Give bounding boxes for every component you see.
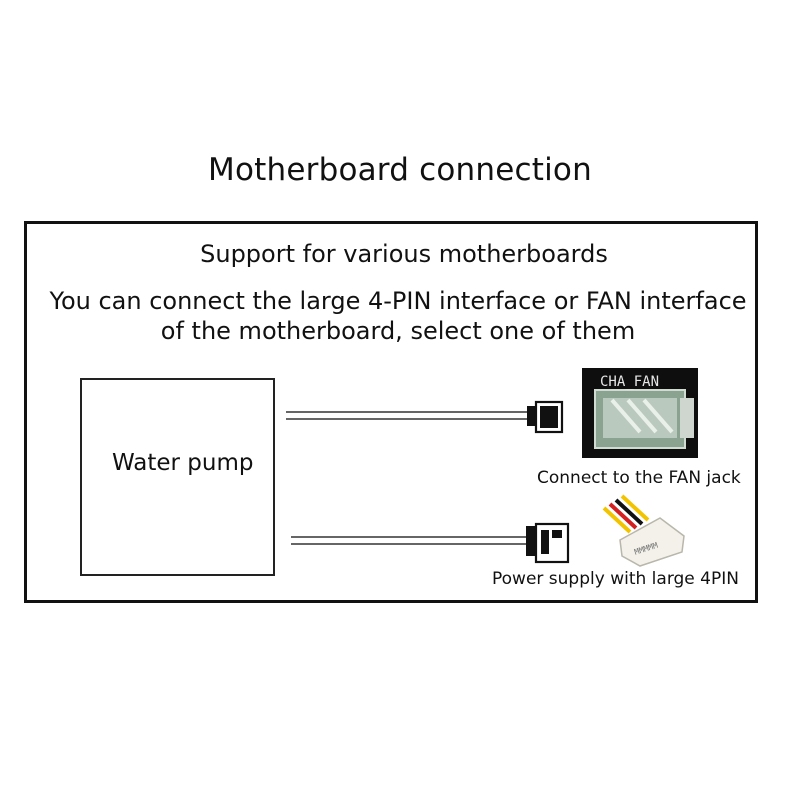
description-line-2: of the motherboard, select one of them	[160, 317, 636, 345]
molex-plug-icon	[526, 522, 570, 564]
support-text: Support for various motherboards	[200, 240, 608, 268]
diagram-frame	[24, 221, 758, 603]
water-pump-box	[80, 378, 275, 576]
molex-caption: Power supply with large 4PIN	[492, 569, 739, 589]
cha-fan-label: CHA_FAN	[600, 374, 659, 390]
molex-cable	[291, 536, 528, 545]
fan-plug-icon	[527, 400, 564, 434]
description-line-1: You can connect the large 4-PIN interfac…	[49, 287, 747, 315]
water-pump-label: Water pump	[112, 450, 254, 476]
cha-fan-header-image: CHA_FAN	[582, 368, 698, 458]
molex-4pin-image: MMMMM	[602, 494, 685, 567]
fan-cable	[286, 411, 528, 420]
description: You can connect the large 4-PIN interfac…	[0, 286, 796, 346]
fan-jack-caption: Connect to the FAN jack	[537, 468, 741, 488]
diagram-title: Motherboard connection	[208, 152, 592, 188]
